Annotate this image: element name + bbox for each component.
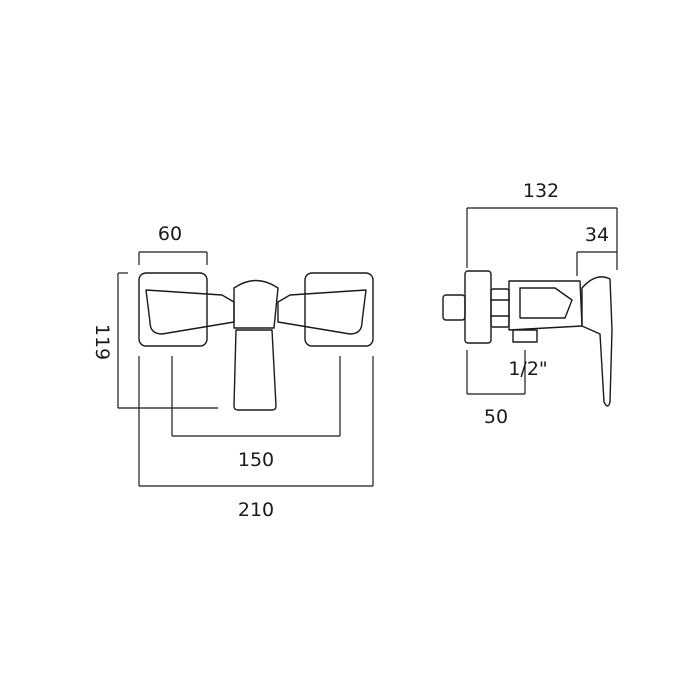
dim-height-label: 119 [91,324,113,360]
left-arm [145,289,235,335]
right-arm [277,289,367,335]
dim-outlet-label: 50 [484,406,508,428]
side-handle [581,276,613,407]
dim-handle-label: 34 [585,224,609,246]
valve-body [233,279,279,329]
hex-nut [490,288,510,328]
side-wall-plate [464,270,492,344]
side-body-detail [519,287,573,319]
side-view: 132 34 50 1/2" [442,180,618,428]
dim-depth-label: 132 [523,180,559,202]
dim-overall-label: 210 [238,499,274,521]
outlet-connector [512,329,538,343]
dim-plate-label: 60 [158,223,182,245]
dim-centres-label: 150 [238,449,274,471]
wall-cap [442,294,466,321]
right-wall-plate [304,272,374,347]
thread-size-label: 1/2" [508,358,547,380]
front-view: 60 119 150 210 [91,223,374,521]
handle-lever [233,329,277,411]
left-wall-plate [138,272,208,347]
